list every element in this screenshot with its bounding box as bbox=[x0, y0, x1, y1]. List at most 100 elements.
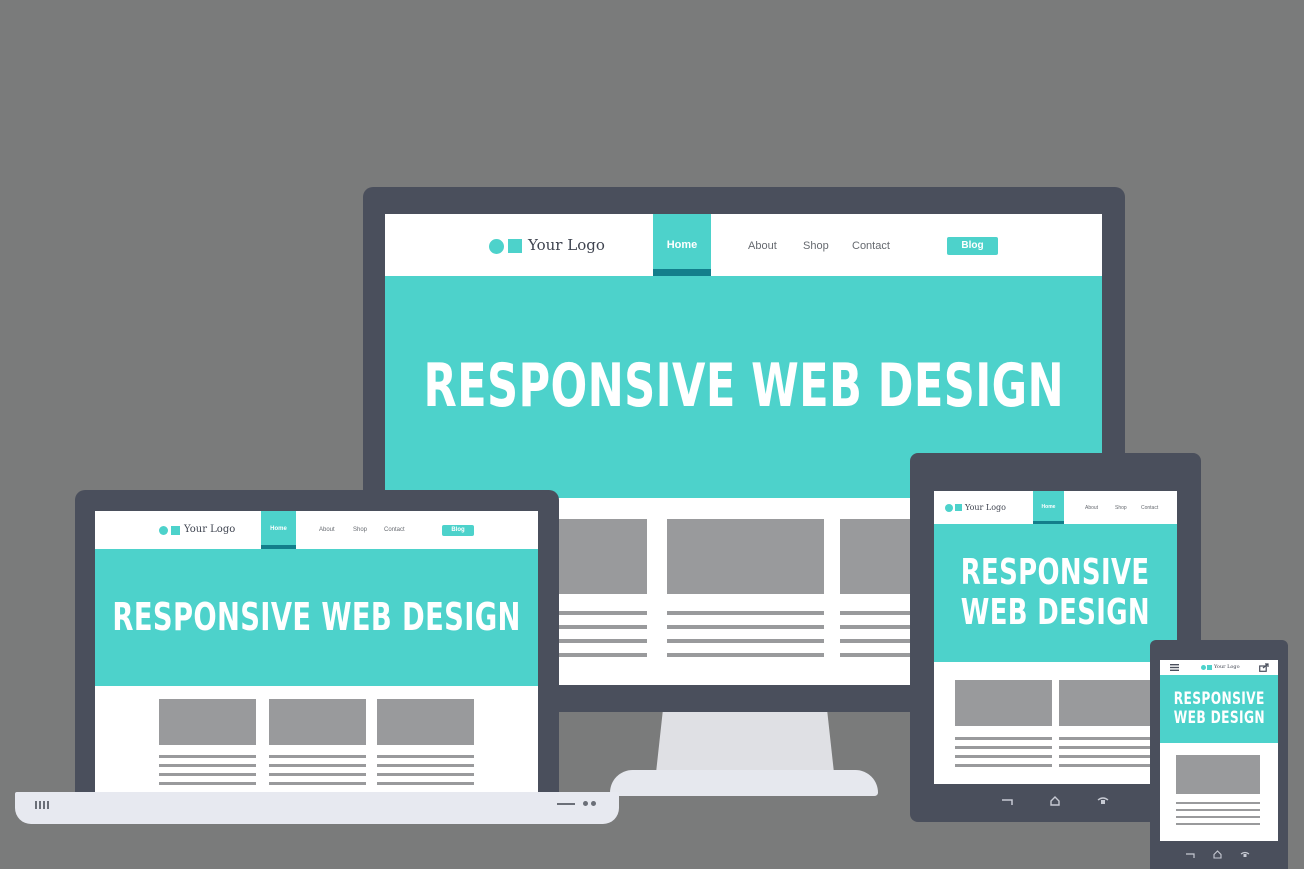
card-text-line bbox=[492, 653, 647, 657]
card-text-line bbox=[1176, 802, 1260, 804]
card-text-line bbox=[269, 764, 366, 767]
hero-title-line1: RESPONSIVE bbox=[1173, 688, 1265, 709]
monitor-frame: Your Logo Home About Shop Contact Blog R… bbox=[363, 187, 1125, 712]
hero-title-line2: WEB DESIGN bbox=[1173, 708, 1265, 728]
site-logo[interactable]: Your Logo bbox=[965, 503, 1006, 512]
card-image bbox=[377, 699, 474, 745]
laptop-screen: Your Logo Home About Shop Contact Blog R… bbox=[95, 511, 538, 800]
card-text-line bbox=[1176, 823, 1260, 825]
card-text-line bbox=[159, 755, 256, 758]
logo-circle-icon bbox=[945, 504, 953, 512]
nav-about[interactable]: About bbox=[319, 527, 335, 533]
hero-banner: RESPONSIVE WEB DESIGN bbox=[934, 524, 1177, 662]
card-image bbox=[1176, 755, 1260, 794]
nav-home-label: Home bbox=[270, 526, 287, 532]
card-text-line bbox=[667, 639, 824, 643]
card-text-line bbox=[492, 625, 647, 629]
phone-screen: Your Logo RESPONSIVE WEB DESIGN bbox=[1160, 660, 1278, 841]
monitor-stand-neck bbox=[655, 700, 835, 782]
back-icon[interactable] bbox=[1000, 797, 1014, 807]
logo-circle-icon bbox=[159, 526, 168, 535]
nav-home[interactable]: Home bbox=[1033, 491, 1064, 524]
card-text-line bbox=[955, 764, 1052, 767]
site-header: Your Logo Home About Shop Contact bbox=[934, 491, 1177, 524]
recent-apps-icon[interactable] bbox=[1240, 851, 1250, 859]
home-icon[interactable] bbox=[1049, 795, 1061, 807]
card-text-line bbox=[377, 782, 474, 785]
card-text-line bbox=[269, 782, 366, 785]
card-text-line bbox=[377, 764, 474, 767]
laptop-base bbox=[15, 792, 619, 824]
card-text-line bbox=[1059, 746, 1156, 749]
card-text-line bbox=[1059, 755, 1156, 758]
blog-button[interactable]: Blog bbox=[947, 237, 998, 255]
site-logo[interactable]: Your Logo bbox=[184, 524, 236, 535]
nav-home-active-indicator bbox=[1033, 521, 1064, 524]
card-text-line bbox=[377, 773, 474, 776]
laptop-vent-icon bbox=[35, 801, 49, 809]
blog-button[interactable]: Blog bbox=[442, 525, 474, 536]
recent-apps-icon[interactable] bbox=[1096, 796, 1110, 806]
nav-contact[interactable]: Contact bbox=[852, 240, 890, 252]
card-text-line bbox=[269, 755, 366, 758]
card-text-line bbox=[1059, 737, 1156, 740]
card-text-line bbox=[1176, 809, 1260, 811]
nav-shop[interactable]: Shop bbox=[1115, 505, 1127, 511]
nav-contact[interactable]: Contact bbox=[384, 527, 405, 533]
share-icon[interactable] bbox=[1259, 663, 1269, 672]
nav-home-active-indicator bbox=[653, 269, 711, 276]
logo-square-icon bbox=[508, 239, 522, 253]
card-text-line bbox=[492, 611, 647, 615]
site-header: Your Logo Home About Shop Contact Blog bbox=[95, 511, 538, 549]
card-text-line bbox=[159, 773, 256, 776]
nav-about[interactable]: About bbox=[748, 240, 777, 252]
laptop-frame: Your Logo Home About Shop Contact Blog R… bbox=[75, 490, 559, 800]
site-header: Your Logo Home About Shop Contact Blog bbox=[385, 214, 1102, 276]
card-image bbox=[269, 699, 366, 745]
hero-title-line2: WEB DESIGN bbox=[960, 592, 1151, 633]
nav-shop[interactable]: Shop bbox=[803, 240, 829, 252]
card-image bbox=[1059, 680, 1156, 726]
nav-home[interactable]: Home bbox=[653, 214, 711, 276]
logo-circle-icon bbox=[1201, 665, 1206, 670]
site-logo[interactable]: Your Logo bbox=[528, 236, 605, 254]
nav-shop[interactable]: Shop bbox=[353, 527, 368, 533]
card-text-line bbox=[955, 755, 1052, 758]
laptop-indicator-dot bbox=[583, 801, 588, 806]
phone-frame: Your Logo RESPONSIVE WEB DESIGN bbox=[1150, 640, 1288, 869]
card-text-line bbox=[1059, 764, 1156, 767]
site-logo[interactable]: Your Logo bbox=[1214, 664, 1240, 670]
card-text-line bbox=[955, 737, 1052, 740]
card-text-line bbox=[159, 782, 256, 785]
tablet-screen: Your Logo Home About Shop Contact RESPON… bbox=[934, 491, 1177, 784]
card-text-line bbox=[667, 625, 824, 629]
nav-home-label: Home bbox=[1041, 504, 1056, 510]
card-image bbox=[955, 680, 1052, 726]
logo-square-icon bbox=[1207, 665, 1212, 670]
logo-circle-icon bbox=[489, 239, 504, 254]
logo-square-icon bbox=[171, 526, 180, 535]
hero-banner: RESPONSIVE WEB DESIGN bbox=[95, 549, 538, 686]
card-text-line bbox=[667, 653, 824, 657]
card-text-line bbox=[492, 639, 647, 643]
hero-title: RESPONSIVE WEB DESIGN bbox=[112, 595, 521, 640]
nav-about[interactable]: About bbox=[1085, 505, 1099, 511]
card-image bbox=[667, 519, 824, 594]
card-image bbox=[159, 699, 256, 745]
back-icon[interactable] bbox=[1185, 852, 1195, 859]
hamburger-menu-icon[interactable] bbox=[1170, 664, 1179, 671]
tablet-frame: Your Logo Home About Shop Contact RESPON… bbox=[910, 453, 1201, 822]
card-text-line bbox=[269, 773, 366, 776]
logo-square-icon bbox=[955, 504, 962, 511]
nav-home[interactable]: Home bbox=[261, 511, 296, 549]
card-text-line bbox=[667, 611, 824, 615]
card-text-line bbox=[1176, 816, 1260, 818]
home-icon[interactable] bbox=[1213, 850, 1222, 859]
laptop-indicator-bar bbox=[557, 803, 575, 805]
card-text-line bbox=[377, 755, 474, 758]
nav-home-label: Home bbox=[666, 239, 698, 251]
nav-contact[interactable]: Contact bbox=[1141, 505, 1159, 511]
hero-banner: RESPONSIVE WEB DESIGN bbox=[1160, 675, 1278, 743]
card-text-line bbox=[955, 746, 1052, 749]
laptop-indicator-dot bbox=[591, 801, 596, 806]
